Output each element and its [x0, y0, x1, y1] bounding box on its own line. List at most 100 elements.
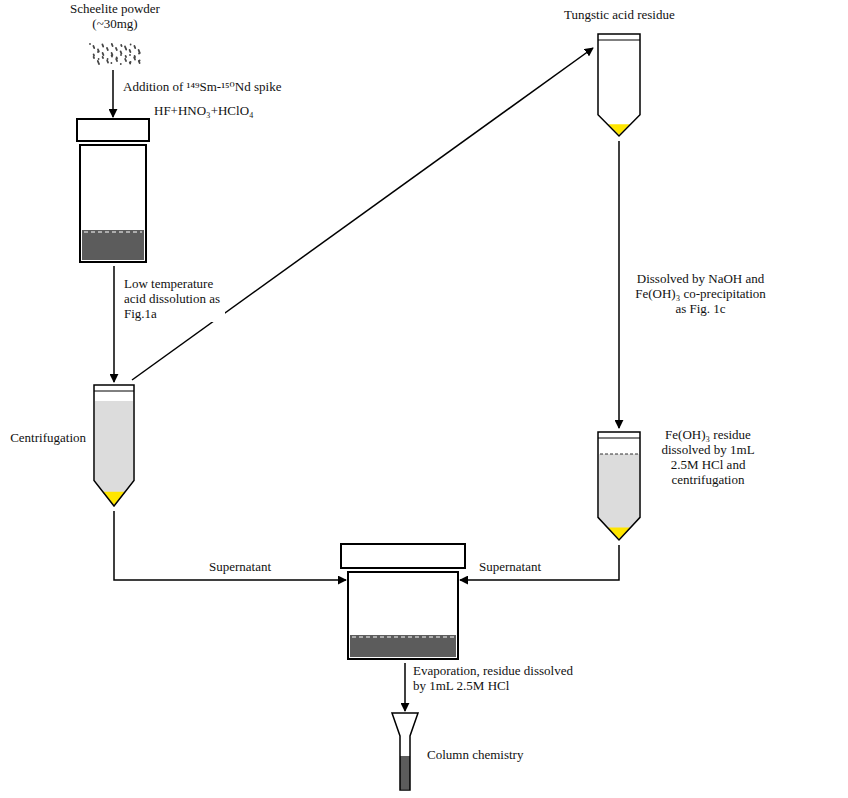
powder-grain [102, 44, 104, 46]
powder-grain [93, 56, 95, 58]
powder-grain [116, 60, 118, 62]
powder-grain [102, 46, 104, 48]
powder-grain [139, 62, 141, 64]
beaker-body [348, 572, 458, 659]
step-label: Supernatant [208, 560, 272, 575]
powder-grain [125, 59, 127, 61]
powder-grain [93, 45, 95, 47]
liquid-level [84, 232, 142, 233]
powder-grain [134, 56, 136, 58]
digestion-beaker-drawing [76, 118, 150, 264]
tube-rim [94, 391, 134, 392]
powder-grain [111, 44, 113, 46]
powder-grain [129, 49, 131, 51]
powder-grain [102, 56, 104, 58]
powder-grain [106, 60, 108, 62]
powder-grain [111, 43, 113, 45]
liquid-level [352, 637, 454, 638]
powder-grain [89, 43, 91, 45]
powder-grain [125, 48, 127, 50]
powder-grain [130, 44, 132, 46]
tube-residue [103, 492, 124, 505]
step-label: Low temperature acid dissolution as Fig.… [123, 277, 225, 322]
powder-grain [98, 62, 100, 64]
tube-outline [598, 34, 640, 136]
centrifuge-tube-drawing [92, 383, 136, 508]
powder-grain [121, 45, 123, 47]
tube-residue [608, 527, 630, 539]
powder-grain [130, 51, 132, 53]
powder-grain [139, 60, 141, 62]
powder-grain [125, 56, 127, 58]
tube-liquid [599, 454, 639, 539]
powder-grain [130, 61, 132, 63]
powder-grain [103, 54, 105, 56]
evaporation-beaker [340, 543, 466, 661]
powder-grain [134, 59, 136, 61]
precipitate-tube: Fe(OH)₃ residue dissolved by 1mL 2.5M HC… [596, 430, 642, 542]
powder-grain [107, 49, 109, 51]
powder-grain [124, 46, 126, 48]
powder-grain [93, 47, 95, 49]
powder-grain [120, 54, 122, 56]
powder-grain [111, 55, 113, 57]
powder-grain [98, 51, 100, 53]
powder-grain [125, 49, 127, 51]
powder-grain [138, 60, 140, 62]
powder-grain [133, 57, 135, 59]
flow-arrow [404, 663, 406, 711]
liquid-level [600, 454, 638, 455]
powder-grain [120, 63, 122, 65]
powder-grain [111, 62, 113, 64]
powder-grain [111, 52, 113, 54]
residue-tube: Tungstic acid residue [596, 32, 642, 138]
flow-arrow [460, 545, 619, 580]
ion-exchange-column-drawing [391, 712, 419, 792]
node-label: Scheelite powder (~30mg) [60, 2, 170, 32]
flow-arrow [112, 70, 114, 117]
powder-grain [102, 45, 104, 47]
powder-grain [138, 49, 140, 51]
powder-grain [111, 56, 113, 58]
powder-grain [116, 58, 118, 60]
powder-grain [102, 52, 104, 54]
tube-rim [598, 40, 640, 41]
sample-powder: Scheelite powder (~30mg) [60, 2, 170, 68]
powder-grain [93, 57, 95, 59]
powder-grain [116, 49, 118, 51]
powder-grain [93, 46, 95, 48]
powder-grain [93, 54, 95, 56]
digestion-beaker: HF+HNO₃+HClO₄ [76, 118, 150, 264]
powder-grain [97, 60, 99, 62]
column-resin [400, 756, 410, 789]
beaker-liquid [350, 635, 456, 657]
powder-grain [106, 47, 108, 49]
powder-grain [134, 58, 136, 60]
powder-grain [125, 55, 127, 57]
powder-grain [139, 52, 141, 54]
powder-grain [107, 48, 109, 50]
beaker-body [80, 145, 146, 262]
evaporation-beaker-drawing [340, 543, 466, 661]
node-label: Tungstic acid residue [564, 8, 675, 23]
powder-grain [134, 46, 136, 48]
powder-grain [112, 45, 114, 47]
node-label: Column chemistry [427, 748, 523, 763]
precipitate-tube-drawing [596, 430, 642, 542]
tube-rim [598, 438, 640, 439]
powder-grain [102, 53, 104, 55]
tube-outline [598, 432, 640, 540]
powder-grain [120, 51, 122, 53]
powder-grain [138, 61, 140, 63]
powder-grain [98, 63, 100, 65]
powder-grain [125, 60, 127, 62]
powder-grain [107, 62, 109, 64]
powder-grain [116, 48, 118, 50]
powder-grain [115, 58, 117, 60]
powder-grain [107, 61, 109, 63]
node-label: HF+HNO₃+HClO₄ [154, 104, 254, 119]
flow-arrow [113, 266, 115, 382]
step-label: Addition of ¹⁴⁹Sm-¹⁵⁰Nd spike [122, 80, 282, 95]
residue-tube-drawing [596, 32, 642, 138]
